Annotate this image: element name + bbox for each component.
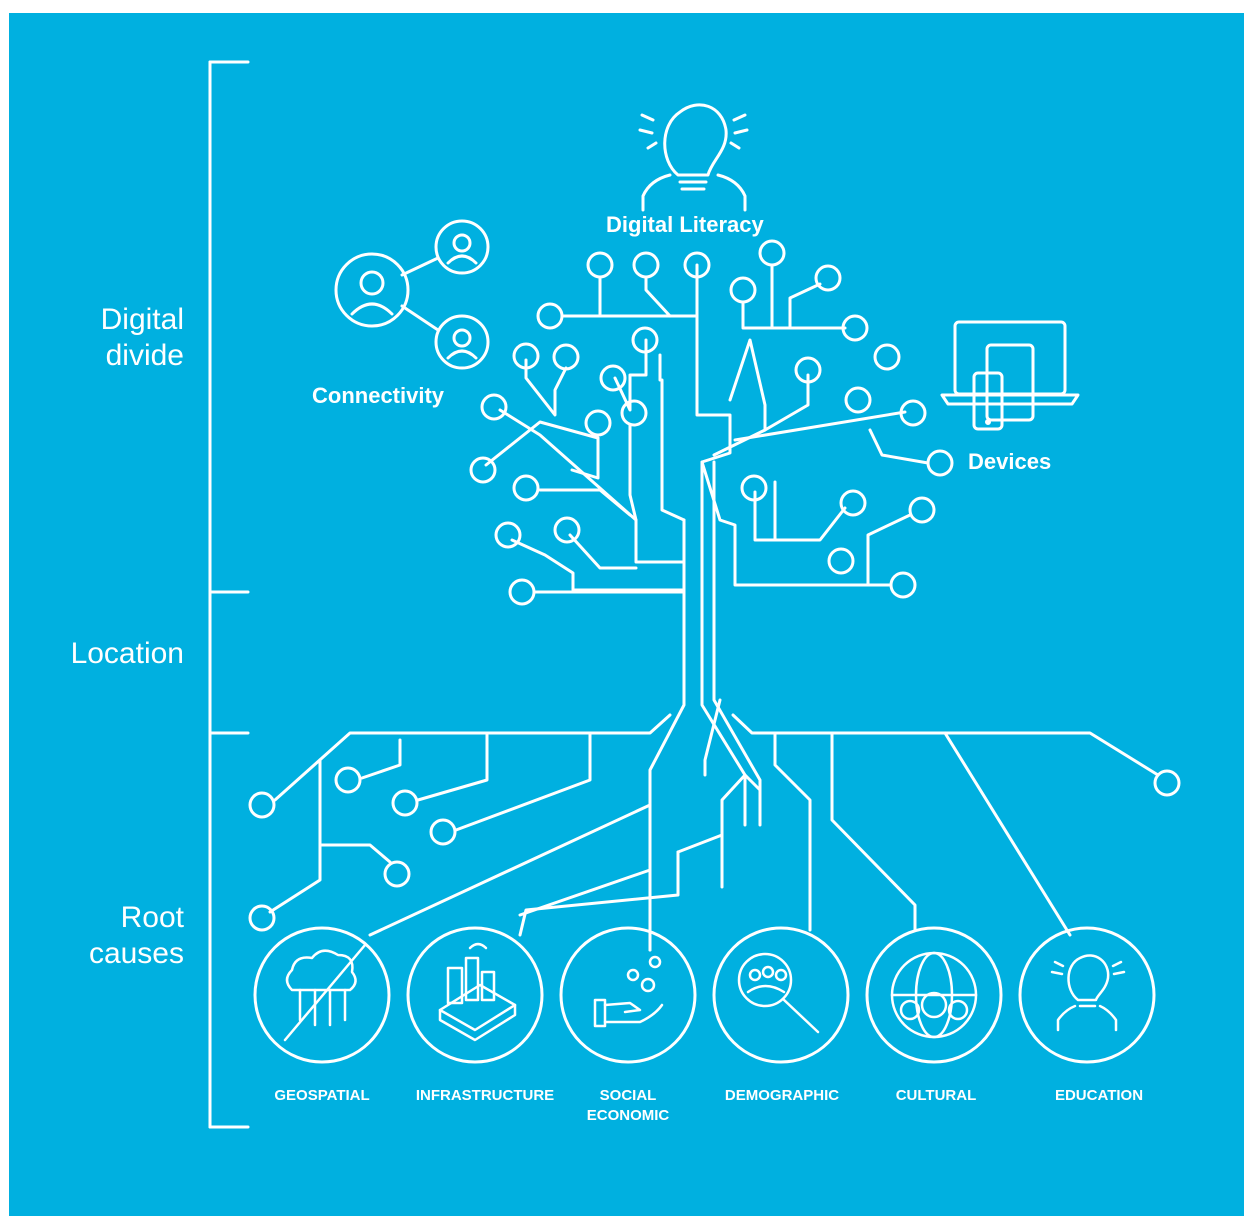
digital-divide-label: Digital divide — [60, 302, 184, 374]
digital-divide-label-line2: divide — [105, 339, 184, 372]
people-magnifier-icon — [737, 952, 820, 1034]
cause-label-cultural: CULTURAL — [866, 1086, 1006, 1106]
cause-label-line1: EDUCATION — [1054, 1087, 1144, 1104]
cause-label-education: EDUCATION — [1029, 1086, 1169, 1106]
root-causes-label-line1: Root — [120, 901, 184, 934]
background-panel — [9, 13, 1244, 1216]
root-causes-label-line2: causes — [88, 937, 184, 970]
cause-label-line1: DEMOGRAPHIC — [724, 1087, 840, 1104]
city-buildings-icon — [438, 942, 517, 1042]
side-bracket — [208, 60, 250, 1129]
devices-icon — [940, 320, 1080, 431]
devices-label: Devices — [968, 449, 1052, 474]
cause-label-line1: SOCIAL — [599, 1087, 657, 1104]
digital-divide-label-line1: Digital — [100, 303, 184, 336]
cause-label-geospatial: GEOSPATIAL — [252, 1086, 392, 1106]
tree-nodes — [469, 239, 954, 606]
cause-label-line2: ECONOMIC — [586, 1107, 670, 1124]
cause-label-social-economic: SOCIAL ECONOMIC — [558, 1086, 698, 1126]
cause-label-line1: INFRASTRUCTURE — [415, 1087, 555, 1104]
digital-literacy-icon — [638, 103, 749, 212]
cause-label-line1: CULTURAL — [895, 1087, 977, 1104]
digital-literacy-label: Digital Literacy — [606, 212, 764, 237]
location-label: Location — [70, 637, 184, 670]
connectivity-icon — [334, 219, 490, 370]
globe-people-icon — [890, 951, 978, 1039]
cause-label-line1: GEOSPATIAL — [274, 1087, 370, 1104]
root-nodes — [248, 766, 1181, 932]
hand-coins-icon — [593, 955, 664, 1028]
tree-trunk — [648, 263, 762, 952]
connectivity-label: Connectivity — [312, 383, 445, 408]
lightbulb-person-icon — [1050, 954, 1126, 1032]
root-cause-circles — [253, 926, 1156, 1064]
cloud-network-slash-icon — [283, 943, 367, 1042]
root-causes-label: Root causes — [60, 900, 184, 972]
tree-roots — [268, 713, 1160, 952]
cause-label-infrastructure: INFRASTRUCTURE — [400, 1086, 570, 1106]
cause-label-demographic: DEMOGRAPHIC — [702, 1086, 862, 1106]
tree-branches — [484, 263, 930, 594]
